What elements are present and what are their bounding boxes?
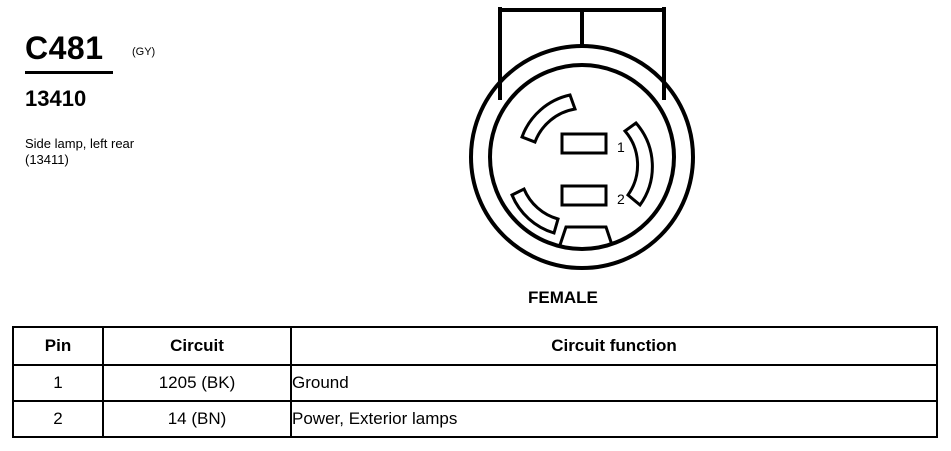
cell-circuit-function: Power, Exterior lamps: [290, 400, 938, 438]
cell-circuit-function: Ground: [290, 364, 938, 402]
connector-inner-ring: [488, 63, 676, 251]
connector-outer-ring: [469, 44, 695, 270]
pin-table-header: Pin Circuit Circuit function: [12, 326, 938, 366]
locking-segment-upper-left: [520, 93, 578, 144]
locking-segment-right: [622, 120, 654, 208]
connector-gender: FEMALE: [528, 288, 598, 307]
description-line-2: (13411): [25, 152, 69, 167]
pin-table: Pin Circuit Circuit function 1 1205 (BK)…: [12, 326, 938, 438]
pin-2-label: 2: [617, 191, 625, 207]
cell-pin: 1: [12, 364, 104, 402]
part-number: 13410: [25, 86, 87, 111]
header-circuit: Circuit: [102, 326, 292, 366]
table-row: 1 1205 (BK) Ground: [12, 364, 938, 402]
description-line-1: Side lamp, left rear: [25, 136, 135, 151]
pin-1-slot: [560, 132, 608, 155]
connector-description: Side lamp, left rear (13411): [25, 136, 134, 168]
polarizing-key: [558, 225, 614, 246]
connector-face-diagram: 1 2: [469, 7, 695, 270]
connector-id: C481: [25, 30, 104, 66]
pin-1-label: 1: [617, 139, 625, 155]
cell-pin: 2: [12, 400, 104, 438]
pin-2-slot: [560, 184, 608, 207]
header-circuit-function: Circuit function: [290, 326, 938, 366]
title-underline: [25, 71, 113, 74]
header-pin: Pin: [12, 326, 104, 366]
cell-circuit: 1205 (BK): [102, 364, 292, 402]
locking-segment-lower-left: [510, 186, 560, 235]
connector-color-code: (GY): [132, 46, 156, 58]
table-row: 2 14 (BN) Power, Exterior lamps: [12, 400, 938, 438]
cell-circuit: 14 (BN): [102, 400, 292, 438]
